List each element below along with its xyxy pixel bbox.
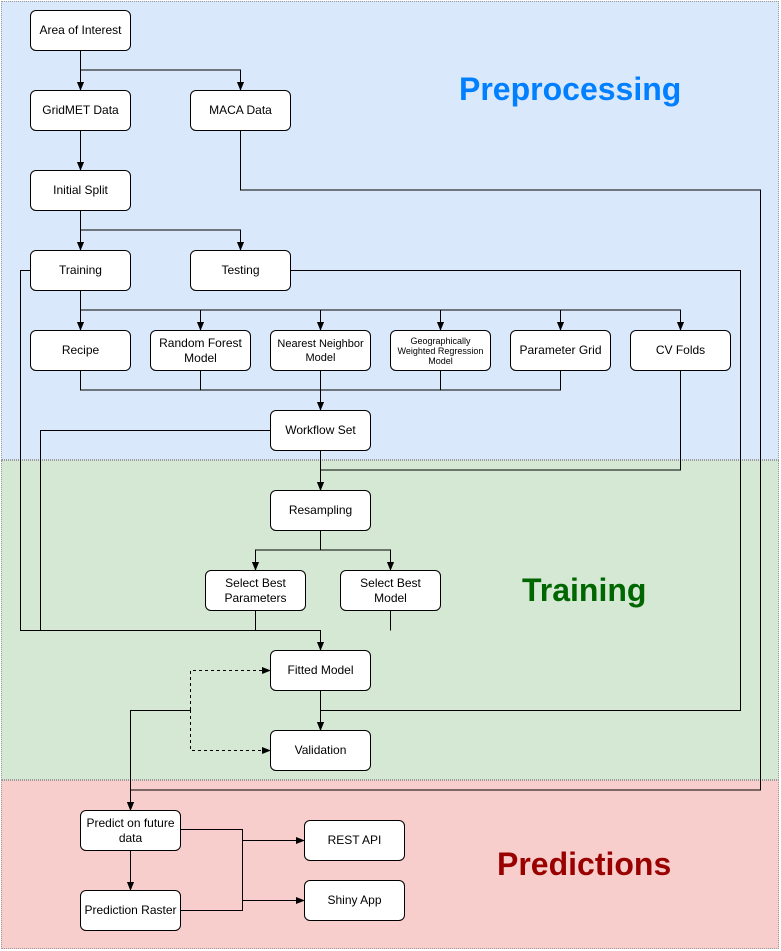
node-parameter-grid: Parameter Grid xyxy=(510,330,611,371)
node-shiny-app: Shiny App xyxy=(304,880,405,921)
edge-resampling-params xyxy=(251,530,321,571)
node-testing: Testing xyxy=(190,250,291,291)
edge-split-testing xyxy=(80,229,245,251)
node-training: Training xyxy=(30,250,131,291)
edge-training-fitted xyxy=(20,270,325,651)
node-select-best-model: Select Best Model xyxy=(340,570,441,611)
predictions-title: Predictions xyxy=(497,846,672,882)
node-fitted-model: Fitted Model xyxy=(270,650,371,691)
edge-aoi-maca xyxy=(80,69,245,91)
node-recipe: Recipe xyxy=(30,330,131,371)
node-gridmet-data: GridMET Data xyxy=(30,90,131,131)
node-maca-data: MACA Data xyxy=(190,90,291,131)
edge-fitted-predict xyxy=(126,710,191,811)
edge-resampling-model xyxy=(320,549,395,571)
edge-dashed-validation xyxy=(190,710,271,755)
node-gwr-model: Geographically Weighted Regression Model xyxy=(390,330,491,371)
node-resampling: Resampling xyxy=(270,490,371,531)
edge-cvfolds-resampling xyxy=(316,370,681,491)
edge-dashed-fitted xyxy=(190,666,271,710)
edge-predict-outputs xyxy=(180,829,243,911)
node-nearest-neighbor-model: Nearest Neighbor Model xyxy=(270,330,371,371)
node-predict-on-future-data: Predict on future data xyxy=(80,810,181,851)
node-validation: Validation xyxy=(270,730,371,771)
edge-components-workflow xyxy=(80,370,561,410)
node-area-of-interest: Area of Interest xyxy=(30,10,131,51)
node-prediction-raster: Prediction Raster xyxy=(80,890,181,931)
node-select-best-parameters: Select Best Parameters xyxy=(205,570,306,611)
node-random-forest-model: Random Forest Model xyxy=(150,330,251,371)
node-rest-api: REST API xyxy=(304,820,405,861)
node-cv-folds: CV Folds xyxy=(630,330,731,371)
edge-training-fan xyxy=(80,290,685,331)
node-initial-split: Initial Split xyxy=(30,170,131,211)
edge-workflow-fitted xyxy=(40,430,270,631)
node-workflow-set: Workflow Set xyxy=(270,410,371,451)
preprocessing-title: Preprocessing xyxy=(459,71,682,107)
training-title: Training xyxy=(522,572,647,608)
